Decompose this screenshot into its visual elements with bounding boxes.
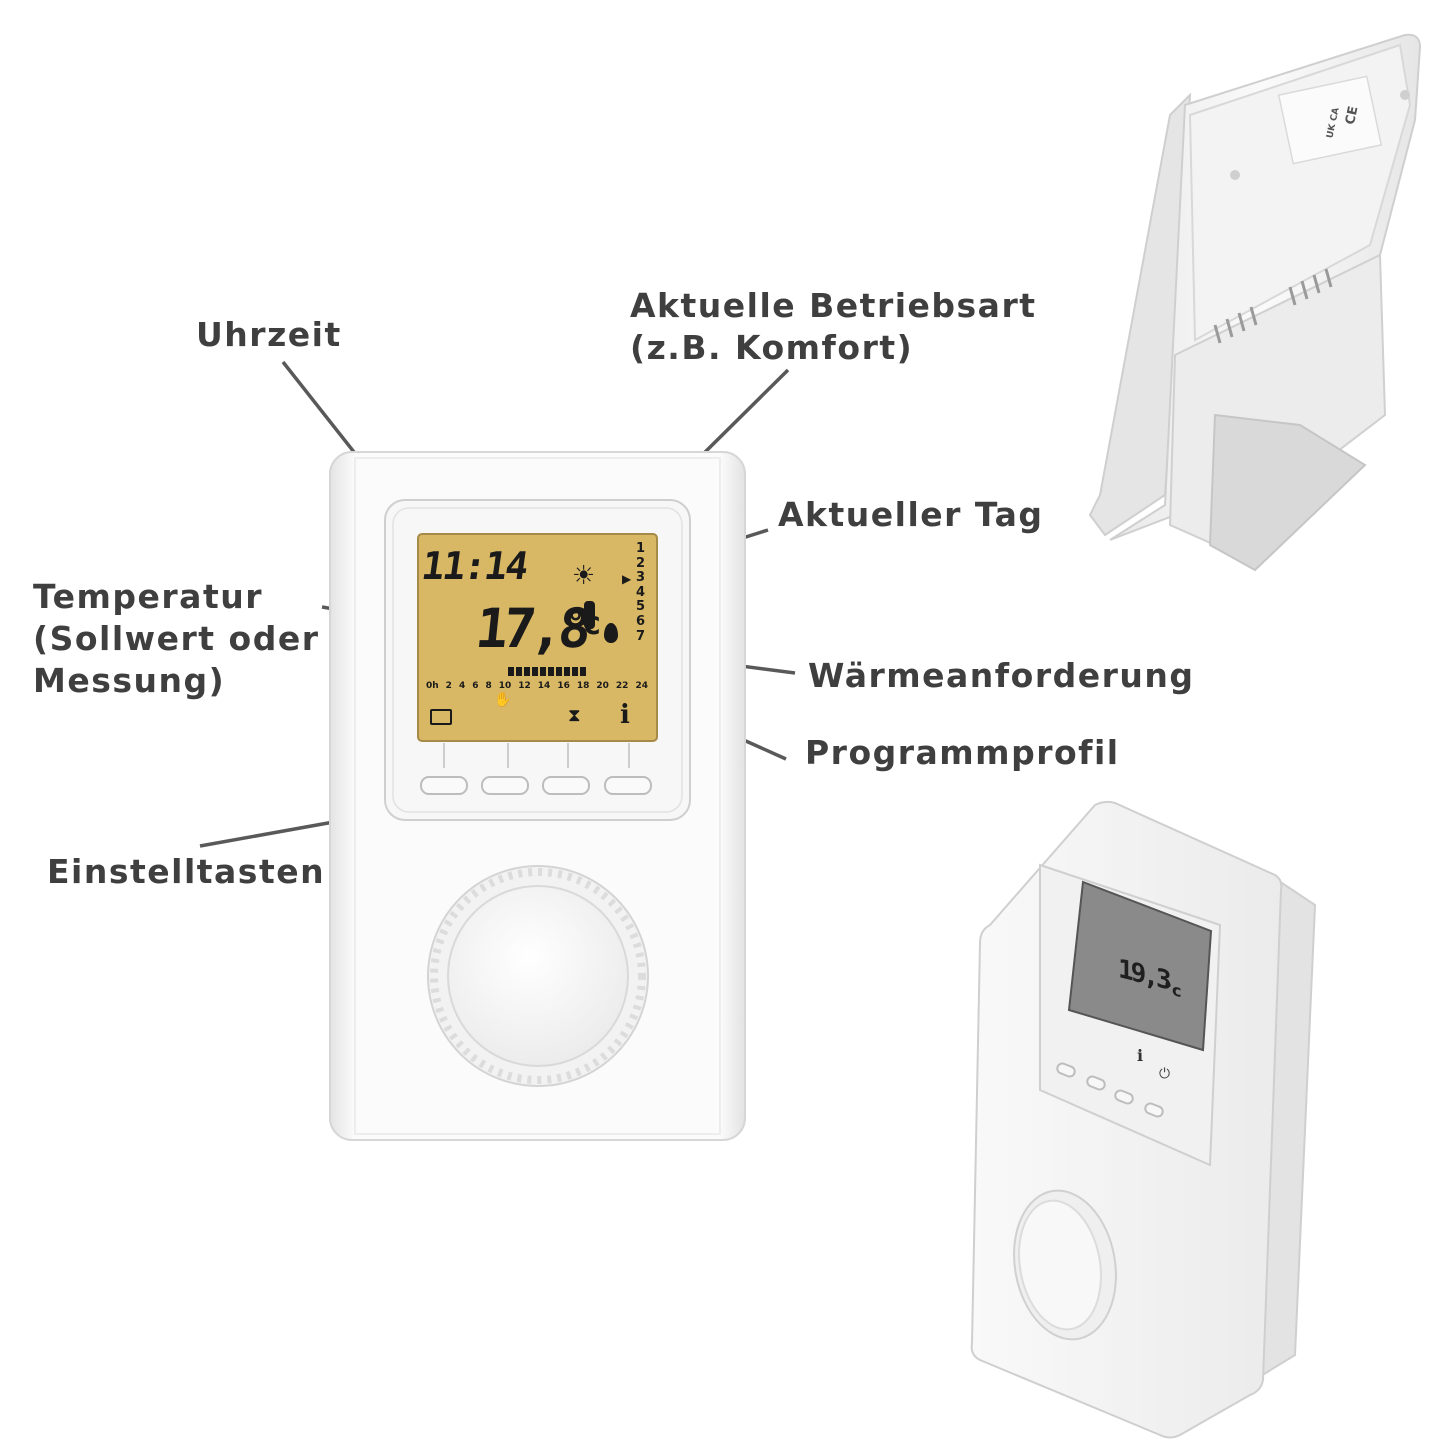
hour-scale: 0h 2 4 6 8 10 12 14 16 18 20 22 24 <box>426 681 648 691</box>
program-profile-bars <box>508 667 588 676</box>
callout-temperatur-line2: (Sollwert oder <box>33 619 320 658</box>
lcd-screen <box>417 533 658 742</box>
day-5: 5 <box>636 599 646 615</box>
thermostat-angled <box>970 800 1317 1439</box>
hour-14: 14 <box>537 681 551 691</box>
hour-20: 20 <box>596 681 609 691</box>
callout-temperatur-line3: Messung) <box>33 661 226 700</box>
suitcase-icon <box>430 709 452 725</box>
hand-icon: ✋ <box>494 692 512 708</box>
rotary-knob-small[interactable] <box>1009 1194 1110 1336</box>
day-list: 1 2 3 4 5 6 7 <box>636 541 650 644</box>
small-button-4[interactable] <box>1144 1102 1164 1118</box>
callout-tag: Aktueller Tag <box>778 495 1044 534</box>
thermostat-back <box>1088 33 1422 572</box>
callout-programmprofil: Programmprofil <box>805 733 1120 772</box>
callout-temperatur-line1: Temperatur <box>33 577 263 616</box>
small-lcd-info: i <box>1137 1046 1144 1065</box>
callout-uhrzeit: Uhrzeit <box>196 315 342 354</box>
lcd-temperature-unit: °c <box>566 604 601 642</box>
small-button-2[interactable] <box>1086 1075 1106 1091</box>
hour-0: 0h <box>426 681 439 691</box>
hour-4: 4 <box>458 681 466 691</box>
hour-18: 18 <box>576 681 590 691</box>
setting-button-3[interactable] <box>542 776 590 795</box>
callout-waermeanforderung: Wärmeanforderung <box>808 656 1195 695</box>
setting-button-2[interactable] <box>481 776 529 795</box>
lcd-time: 11:14 <box>418 544 530 588</box>
thermostat-front <box>329 451 746 1141</box>
small-lcd-unit: °c <box>1164 977 1182 1002</box>
callout-einstelltasten: Einstelltasten <box>47 852 326 891</box>
sun-icon: ☀ <box>572 561 596 591</box>
day-7: 7 <box>636 628 646 644</box>
hourglass-icon: ⧗ <box>568 705 581 726</box>
callout-temperatur: Temperatur (Sollwert oder Messung) <box>33 576 320 702</box>
day-6: 6 <box>636 613 646 629</box>
hour-16: 16 <box>557 681 570 691</box>
small-button-1[interactable] <box>1056 1062 1076 1078</box>
lcd-screen-small <box>1067 880 1213 1052</box>
hour-6: 6 <box>472 681 479 691</box>
callout-betriebsart-line1: Aktuelle Betriebsart <box>630 286 1037 325</box>
thermometer-icon <box>584 601 595 629</box>
hour-24: 24 <box>635 681 648 691</box>
setting-button-1[interactable] <box>420 776 468 795</box>
day-3: 3 <box>636 570 646 586</box>
hour-10: 10 <box>498 681 512 691</box>
rotary-knob[interactable] <box>447 885 629 1067</box>
power-icon: ⏻ <box>1159 1066 1171 1082</box>
hour-2: 2 <box>445 681 452 691</box>
day-4: 4 <box>636 584 646 600</box>
lcd-info: i <box>620 700 630 730</box>
flame-icon <box>604 623 618 643</box>
hour-12: 12 <box>518 681 531 691</box>
hour-22: 22 <box>615 681 629 691</box>
hour-8: 8 <box>485 681 492 691</box>
day-1: 1 <box>636 541 646 556</box>
small-button-3[interactable] <box>1114 1089 1134 1105</box>
day-2: 2 <box>636 555 646 571</box>
callout-betriebsart: Aktuelle Betriebsart (z.B. Komfort) <box>630 285 1037 369</box>
callout-betriebsart-line2: (z.B. Komfort) <box>630 328 914 367</box>
setting-button-4[interactable] <box>604 776 652 795</box>
day-arrow-icon: ▶ <box>622 572 632 586</box>
